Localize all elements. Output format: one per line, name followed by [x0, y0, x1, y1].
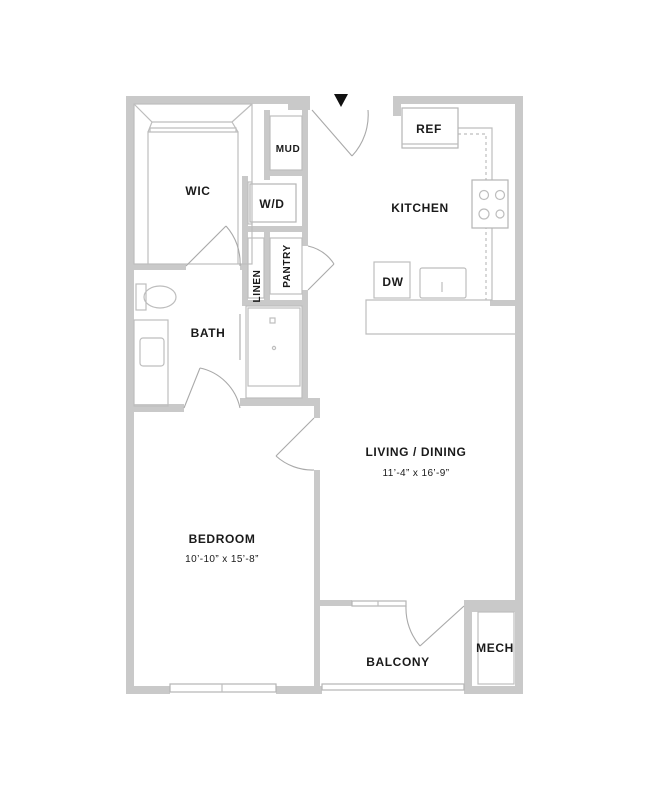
mech-closet	[477, 611, 515, 685]
label-ref: REF	[416, 122, 442, 136]
bath-fixtures	[133, 283, 303, 407]
label-wd: W/D	[259, 197, 284, 211]
linen-shelf	[247, 237, 265, 299]
label-linen: LINEN	[252, 270, 263, 303]
label-bedroom-dim: 10’-10” x 15’-8”	[185, 554, 259, 565]
label-balcony: BALCONY	[366, 655, 430, 669]
label-bedroom: BEDROOM	[189, 532, 256, 546]
label-dw: DW	[382, 275, 403, 289]
doors	[183, 109, 465, 647]
kitchen-cabinetry	[365, 107, 515, 335]
windows	[169, 600, 465, 693]
pantry-shelf	[269, 237, 303, 295]
entry-arrow-icon	[334, 94, 348, 107]
interior-walls	[134, 110, 515, 686]
label-kitchen: KITCHEN	[391, 201, 449, 215]
washer-dryer	[247, 181, 297, 225]
mud-bench	[269, 115, 303, 171]
label-living: LIVING / DINING	[365, 445, 466, 459]
label-mud: MUD	[276, 144, 301, 155]
label-pantry: PANTRY	[282, 244, 293, 288]
label-living-dim: 11’-4” x 16’-9”	[383, 468, 450, 479]
exterior-walls	[126, 96, 523, 694]
label-mech: MECH	[476, 641, 514, 655]
label-bath: BATH	[191, 326, 226, 340]
label-wic: WIC	[185, 184, 210, 198]
